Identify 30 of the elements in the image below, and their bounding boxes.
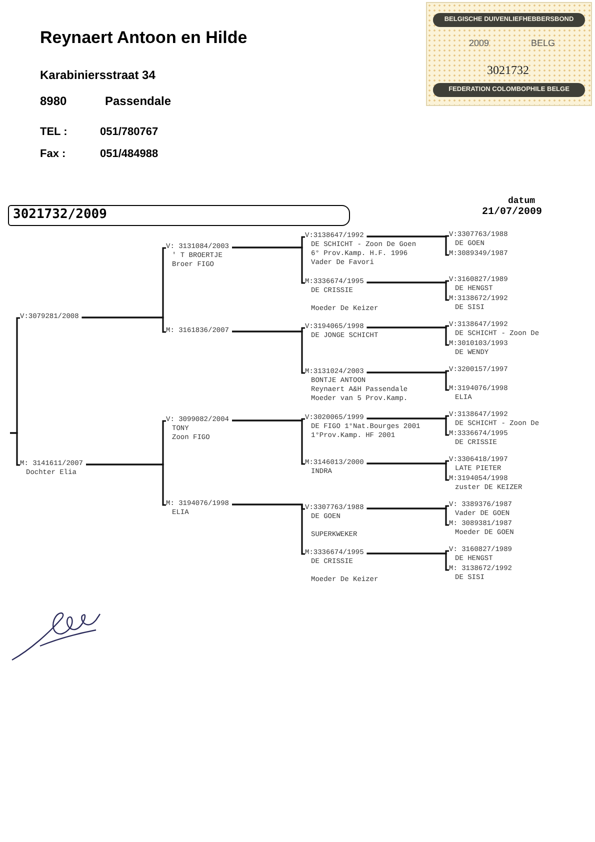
ring-label-card bbox=[426, 2, 592, 106]
pedigree-bracket-line bbox=[232, 246, 305, 284]
country-text: BELG bbox=[531, 37, 556, 50]
pedigree-bracket-line bbox=[232, 504, 305, 555]
contact-text: 8980 bbox=[40, 93, 67, 110]
pedigree-bracket-line bbox=[366, 418, 449, 436]
contact-text: 051/780767 bbox=[100, 125, 158, 140]
contact-text: Fax : bbox=[40, 147, 66, 162]
pedigree-bracket-line bbox=[366, 236, 449, 256]
pedigree-bracket-line bbox=[366, 282, 449, 301]
contact-text: Passendale bbox=[105, 93, 172, 110]
contact-text: Karabiniersstraat 34 bbox=[40, 67, 156, 84]
contact-text: TEL : bbox=[40, 125, 68, 140]
pedigree-bracket-line bbox=[366, 372, 449, 391]
contact-text: 051/484988 bbox=[100, 147, 158, 162]
date-text: 21/07/2009 bbox=[482, 206, 542, 220]
pedigree-bracket-line bbox=[366, 462, 449, 481]
ring-number: 3021732 bbox=[487, 62, 529, 79]
pedigree-bracket-line bbox=[86, 464, 166, 506]
year-text: 2009 bbox=[469, 37, 490, 50]
ring-number-box: 3021732/2009 bbox=[8, 205, 350, 226]
pedigree-bracket-line bbox=[366, 552, 449, 571]
pedigree-bracket-line bbox=[82, 316, 166, 333]
pedigree-bracket-line bbox=[232, 330, 305, 374]
pedigree-bracket-line bbox=[10, 432, 20, 466]
owner-name: Reynaert Antoon en Hilde bbox=[40, 27, 248, 49]
pedigree-bracket-line bbox=[366, 508, 449, 526]
date-text: datum bbox=[508, 195, 536, 206]
pedigree-bracket-line bbox=[366, 326, 449, 346]
pedigree-bracket-line bbox=[232, 420, 305, 465]
